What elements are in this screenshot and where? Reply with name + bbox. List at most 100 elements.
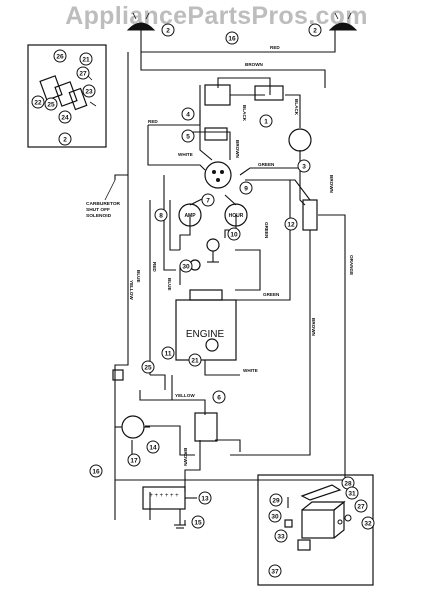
- carburetor-label: CARBURETOR SHUT OFF SOLENOID: [86, 179, 121, 219]
- svg-text:32: 32: [364, 521, 372, 528]
- svg-text:4: 4: [186, 112, 190, 119]
- inset-battery-parts: [257, 474, 374, 586]
- svg-text:16: 16: [92, 469, 100, 476]
- svg-text:2: 2: [166, 28, 170, 35]
- svg-text:RED: RED: [270, 45, 280, 50]
- callout-3: 3: [297, 159, 311, 173]
- callout-21a: 21: [79, 52, 93, 66]
- callout-12: 12: [284, 217, 298, 231]
- callout-1: 1: [259, 114, 273, 128]
- callout-10: 10: [227, 227, 241, 241]
- lamp: [288, 128, 312, 152]
- callout-30: 30: [179, 259, 193, 273]
- svg-text:RED: RED: [148, 119, 158, 124]
- svg-text:WHITE: WHITE: [243, 368, 258, 373]
- svg-text:BROWN: BROWN: [235, 140, 240, 159]
- svg-text:15: 15: [194, 520, 202, 527]
- callout-30b: 30: [268, 509, 282, 523]
- seat-switch: [112, 369, 124, 381]
- callout-29: 29: [269, 493, 283, 507]
- callout-24: 24: [58, 110, 72, 124]
- callout-7: 7: [201, 193, 215, 207]
- callout-25b: 25: [141, 360, 155, 374]
- starter-motor: [115, 415, 150, 439]
- wire-labels: RED BROWN RED WHITE BLACK BROWN BLACK GR…: [129, 45, 354, 467]
- engine-label: ENGINE: [186, 329, 225, 340]
- amp-label: AMP: [184, 213, 196, 219]
- svg-text:8: 8: [159, 213, 163, 220]
- svg-text:25: 25: [47, 102, 55, 109]
- svg-text:1: 1: [264, 119, 268, 126]
- svg-text:2: 2: [313, 28, 317, 35]
- svg-text:11: 11: [165, 351, 172, 358]
- callout-6: 6: [212, 390, 226, 404]
- right-headlight: [328, 12, 358, 31]
- svg-text:BROWN: BROWN: [245, 62, 264, 67]
- callout-4: 4: [181, 107, 195, 121]
- starter-relay: [204, 84, 231, 106]
- svg-text:GREEN: GREEN: [258, 162, 275, 167]
- svg-text:7: 7: [206, 198, 210, 205]
- svg-text:BROWN: BROWN: [183, 448, 188, 467]
- svg-text:24: 24: [61, 115, 69, 122]
- svg-text:SHUT OFF: SHUT OFF: [86, 207, 110, 213]
- relay-12: [302, 199, 318, 231]
- svg-text:BROWN: BROWN: [329, 175, 334, 194]
- svg-text:22: 22: [34, 100, 42, 107]
- svg-text:25: 25: [144, 365, 152, 372]
- callout-14: 14: [146, 440, 160, 454]
- svg-text:YELLOW: YELLOW: [175, 393, 195, 398]
- voltage-regulator: [254, 85, 284, 101]
- svg-text:WHITE: WHITE: [178, 152, 193, 157]
- svg-text:GREEN: GREEN: [264, 222, 269, 239]
- starter-solenoid: [194, 412, 218, 442]
- callout-27b: 27: [354, 499, 368, 513]
- callout-8: 8: [154, 208, 168, 222]
- callout-17: 17: [127, 453, 141, 467]
- svg-text:31: 31: [348, 491, 356, 498]
- inset-pto-parts: [27, 44, 107, 148]
- engine-block: ENGINE: [175, 289, 237, 361]
- ignition-switch: [204, 161, 232, 189]
- callout-25a: 25: [44, 97, 58, 111]
- callout-11: 11: [161, 346, 175, 360]
- svg-text:ORANGE: ORANGE: [349, 255, 354, 275]
- left-headlight: [126, 12, 156, 31]
- callout-22: 22: [31, 95, 45, 109]
- hour-label: HOUR: [229, 213, 244, 219]
- callout-13: 13: [198, 491, 212, 505]
- svg-text:3: 3: [302, 164, 306, 171]
- svg-text:GREEN: GREEN: [263, 292, 280, 297]
- svg-text:23: 23: [85, 89, 93, 96]
- wire-harness: [114, 30, 346, 525]
- callout-2c: 2: [58, 132, 72, 146]
- svg-text:5: 5: [186, 134, 190, 141]
- svg-text:17: 17: [130, 458, 138, 465]
- svg-text:12: 12: [287, 222, 295, 229]
- callout-9: 9: [239, 181, 253, 195]
- svg-text:BLACK: BLACK: [294, 99, 299, 116]
- svg-text:27: 27: [357, 504, 365, 511]
- svg-text:16: 16: [228, 36, 236, 43]
- callout-2b: 2: [308, 23, 322, 37]
- svg-text:RED: RED: [152, 262, 157, 272]
- callout-31: 31: [345, 486, 359, 500]
- svg-text:29: 29: [272, 498, 280, 505]
- svg-text:2: 2: [63, 137, 67, 144]
- svg-text:BLACK: BLACK: [242, 105, 247, 122]
- callout-21b: 21: [188, 353, 202, 367]
- svg-text:21: 21: [191, 358, 199, 365]
- svg-text:33: 33: [277, 534, 285, 541]
- svg-text:30: 30: [182, 264, 190, 271]
- callout-2a: 2: [161, 23, 175, 37]
- callout-37: 37: [268, 564, 282, 578]
- svg-text:28: 28: [344, 481, 352, 488]
- callout-16a: 16: [225, 31, 239, 45]
- battery-marks: + + + + + +: [149, 493, 179, 499]
- svg-text:14: 14: [149, 445, 157, 452]
- amp-meter: AMP: [178, 203, 202, 227]
- callout-23: 23: [82, 84, 96, 98]
- svg-text:YELLOW: YELLOW: [129, 280, 134, 300]
- callout-5: 5: [181, 129, 195, 143]
